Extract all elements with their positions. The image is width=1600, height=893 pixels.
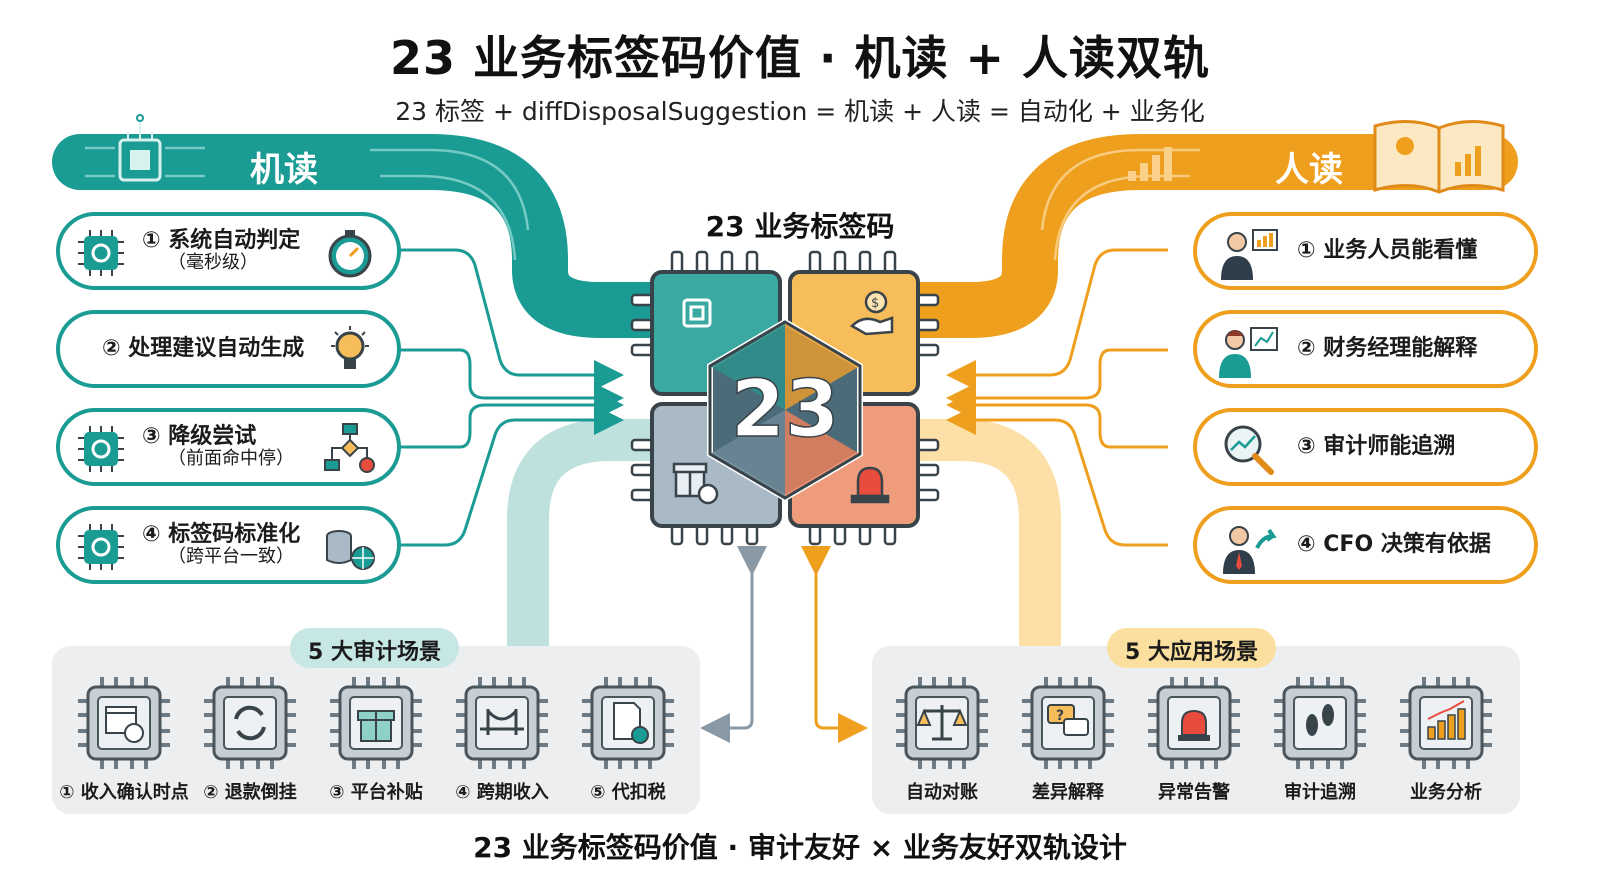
gift-dollar-icon: [672, 462, 719, 505]
audit-scene-1: ① 收入确认时点: [59, 782, 189, 803]
band-chip-icon: [118, 114, 162, 182]
core-number: 23: [731, 365, 840, 455]
siren-icon: [850, 466, 890, 504]
app-scene-5: 业务分析: [1410, 782, 1482, 803]
lightbulb-icon: [331, 326, 369, 369]
human-item-4: ④ CFO 决策有依据: [1193, 506, 1538, 584]
footprints-icon: [1274, 677, 1366, 769]
audit-scene-5: ⑤ 代扣税: [590, 782, 666, 803]
gear-chip-icon: [78, 230, 124, 276]
app-pipe: [920, 419, 1061, 650]
machine-item-1: ① 系统自动判定（毫秒级）: [56, 212, 401, 290]
app-scene-1: 自动对账: [906, 782, 978, 803]
machine-item-1-sub: （毫秒级）: [168, 252, 258, 274]
calendar-clock-icon: [78, 677, 170, 769]
human-item-1-label: ① 业务人员能看懂: [1297, 238, 1478, 264]
scales-icon: [896, 677, 988, 769]
magnifier-icon: [1224, 425, 1274, 475]
audit-scene-2: ② 退款倒挂: [203, 782, 297, 803]
app-scene-4: 审计追溯: [1284, 782, 1356, 803]
machine-item-2-label: ② 处理建议自动生成: [102, 336, 305, 362]
page-footer: 23 业务标签码价值 · 审计友好 × 业务友好双轨设计: [473, 831, 1127, 864]
band-bars-icon: [1128, 147, 1172, 181]
machine-item-4-label: ④ 标签码标准化: [142, 522, 301, 547]
svg-text:$: $: [871, 296, 879, 311]
human-item-2: ② 财务经理能解释: [1193, 310, 1538, 388]
coin-hand-icon: $: [849, 290, 894, 336]
manager-presenting-icon: [1219, 327, 1278, 378]
human-item-3: ③ 审计师能追溯: [1193, 408, 1538, 486]
page-subtitle: 23 标签 + diffDisposalSuggestion = 机读 + 人读…: [395, 97, 1205, 126]
human-read-label: 人读: [1275, 150, 1343, 190]
flowchart-icon: [324, 423, 375, 473]
gear-chip-icon: [78, 426, 124, 472]
alarm-icon: [1148, 677, 1240, 769]
app-scene-3: 异常告警: [1158, 782, 1230, 803]
human-item-1: ① 业务人员能看懂: [1193, 212, 1538, 290]
core-chip: $ 23: [630, 250, 940, 546]
human-item-2-label: ② 财务经理能解释: [1297, 336, 1478, 362]
database-globe-icon: [326, 530, 375, 570]
machine-item-4-sub: （跨平台一致）: [168, 546, 294, 568]
businessman-chart-icon: [1221, 229, 1278, 280]
machine-band: [52, 134, 678, 338]
chat-question-icon: ?: [1022, 677, 1114, 769]
machine-item-3: ③ 降级尝试（前面命中停）: [56, 408, 401, 486]
app-scene-2: 差异解释: [1032, 782, 1104, 803]
bar-chart-icon: [1400, 677, 1492, 769]
machine-item-1-label: ① 系统自动判定: [142, 228, 301, 253]
page-title: 23 业务标签码价值 · 机读 + 人读双轨: [389, 31, 1211, 85]
audit-scene-3: ③ 平台补贴: [329, 782, 423, 803]
bridge-icon: [456, 677, 548, 769]
refresh-icon: [204, 677, 296, 769]
human-band: [892, 134, 1518, 338]
human-item-3-label: ③ 审计师能追溯: [1297, 434, 1456, 460]
audit-scenes-title: 5 大审计场景: [290, 628, 459, 668]
audit-pipe: [507, 419, 650, 650]
stopwatch-icon: [328, 230, 372, 278]
audit-scene-4: ④ 跨期收入: [455, 782, 549, 803]
gear-chip-icon: [78, 524, 124, 570]
svg-text:?: ?: [1056, 708, 1064, 724]
machine-item-2: ② 处理建议自动生成: [56, 310, 401, 388]
book-icon: [1373, 119, 1505, 194]
human-item-4-label: ④ CFO 决策有依据: [1297, 532, 1491, 558]
core-title: 23 业务标签码: [705, 210, 895, 243]
document-check-icon: [582, 677, 674, 769]
gift-icon: [330, 677, 422, 769]
machine-item-3-sub: （前面命中停）: [168, 448, 294, 470]
machine-item-3-label: ③ 降级尝试: [142, 424, 257, 449]
machine-read-label: 机读: [250, 150, 318, 190]
machine-item-4: ④ 标签码标准化（跨平台一致）: [56, 506, 401, 584]
executive-arrow-icon: [1223, 526, 1277, 574]
core-chip-icon: [682, 298, 712, 328]
app-scenes-title: 5 大应用场景: [1107, 628, 1276, 668]
